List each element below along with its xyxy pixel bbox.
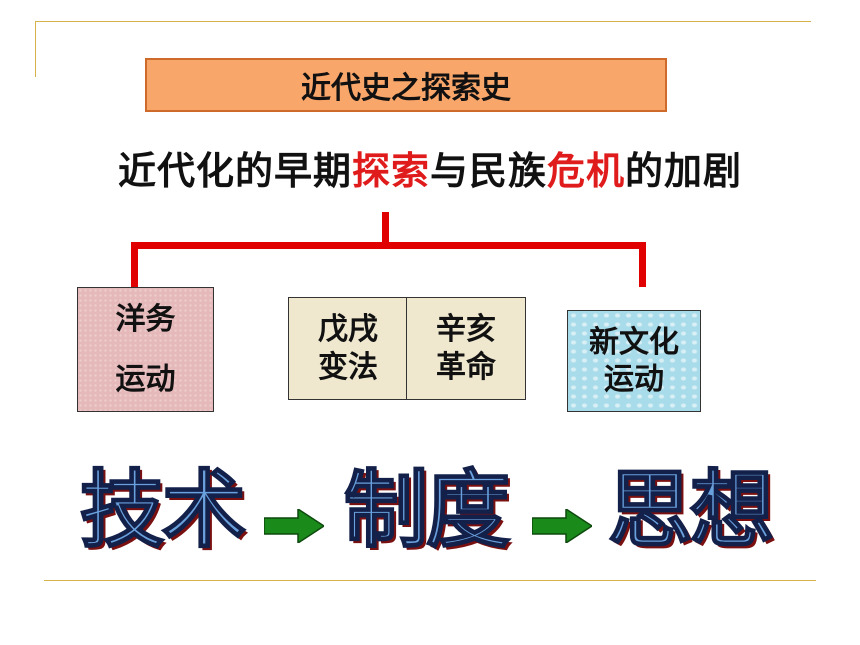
connector-stem — [382, 212, 389, 248]
stage-institution: 制度 — [343, 461, 511, 559]
title-box: 近代史之探索史 — [145, 58, 667, 112]
box-new-culture-movement: 新文化 运动 — [567, 310, 701, 412]
subtitle-part-5: 的加剧 — [625, 149, 743, 193]
subtitle-highlight-crisis: 危机 — [547, 149, 626, 193]
box-xinhai-line1: 辛亥 — [436, 312, 496, 347]
left-rule — [35, 21, 36, 77]
box-wuxu-line2: 变法 — [318, 349, 378, 385]
stage-technology: 技术 — [79, 461, 247, 559]
subtitle-part-3: 与民族 — [429, 149, 547, 193]
box-wuxu-reform: 戊戌 变法 — [288, 297, 408, 400]
connector-bar — [131, 242, 646, 249]
box-xinwenhua-line2: 运动 — [604, 362, 664, 397]
top-rule — [35, 21, 811, 22]
box-yangwu-movement: 洋务 运动 — [77, 287, 214, 412]
box-yangwu-line2: 运动 — [115, 361, 176, 397]
bottom-rule — [44, 580, 816, 581]
subtitle-highlight-explore: 探索 — [351, 149, 430, 193]
subtitle-part-1: 近代化的早期 — [117, 149, 352, 193]
arrow-right-icon — [264, 509, 324, 543]
box-wuxu-line1: 戊戌 — [318, 312, 378, 347]
stage-thought: 思想 — [607, 461, 775, 559]
box-xinhai-revolution: 辛亥 革命 — [406, 297, 526, 400]
box-yangwu-line1: 洋务 — [115, 302, 176, 337]
arrow-right-icon — [532, 509, 592, 543]
title-text: 近代史之探索史 — [301, 71, 511, 106]
box-xinhai-line2: 革命 — [436, 349, 496, 385]
connector-right-leg — [639, 242, 646, 287]
connector-left-leg — [131, 242, 138, 287]
box-xinwenhua-line1: 新文化 — [589, 324, 679, 360]
subtitle: 近代化的早期探索与民族危机的加剧 — [0, 140, 860, 195]
